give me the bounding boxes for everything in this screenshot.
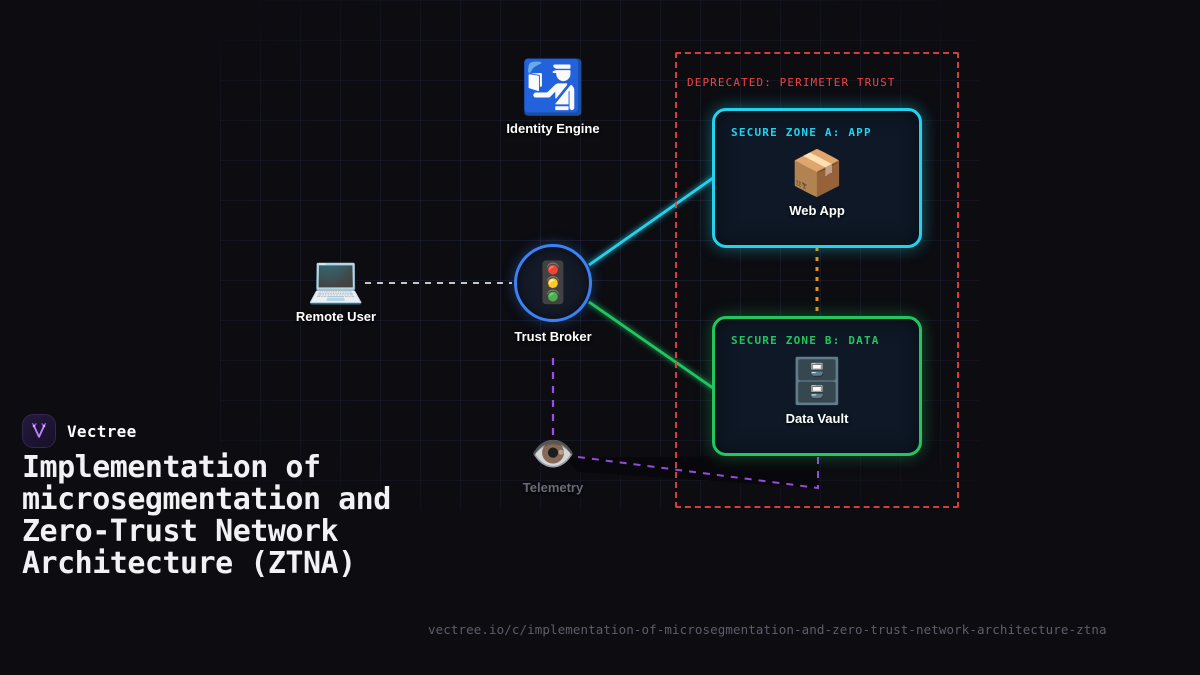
- node-remote-user-label: Remote User: [295, 309, 377, 324]
- edge-trust-broker-to-data-vault: [588, 300, 714, 390]
- laptop-icon: 💻: [307, 252, 365, 306]
- node-trust-broker[interactable]: 🚦 Trust Broker: [493, 244, 613, 344]
- secure-zone-a-node-label: Web App: [789, 203, 845, 218]
- node-identity-engine[interactable]: 🛂 Identity Engine: [493, 62, 613, 136]
- page-title: Implementation of microsegmentation and …: [22, 450, 391, 582]
- package-box-icon: 📦: [789, 148, 845, 199]
- passport-control-icon: 🛂: [520, 58, 586, 118]
- vectree-v-logo-icon: [22, 414, 56, 448]
- secure-zone-b-node-label: Data Vault: [785, 411, 849, 426]
- node-identity-engine-label: Identity Engine: [506, 121, 600, 136]
- edge-trust-broker-to-web-app: [588, 176, 714, 267]
- node-remote-user[interactable]: 💻 Remote User: [276, 256, 396, 324]
- node-telemetry[interactable]: 👁️ Telemetry: [493, 434, 613, 496]
- vectree-logo-glyph: [31, 423, 47, 438]
- traffic-light-icon: 🚦: [528, 260, 578, 306]
- secure-zone-b[interactable]: SECURE ZONE B: DATA 🗄️ Data Vault: [712, 316, 922, 456]
- eye-icon: 👁️: [530, 434, 576, 475]
- brand-name: Vectree: [67, 421, 137, 441]
- deprecated-perimeter-box: [675, 52, 959, 508]
- secure-zone-a[interactable]: SECURE ZONE A: APP 📦 Web App: [712, 108, 922, 248]
- secure-zone-b-title: SECURE ZONE B: DATA: [731, 334, 880, 347]
- brand-block: Vectree: [22, 414, 137, 448]
- node-telemetry-label: Telemetry: [522, 480, 584, 495]
- deprecated-perimeter-label: DEPRECATED: PERIMETER TRUST: [687, 76, 896, 89]
- file-cabinet-icon: 🗄️: [789, 356, 845, 407]
- trust-broker-circle[interactable]: 🚦: [514, 244, 592, 322]
- secure-zone-a-title: SECURE ZONE A: APP: [731, 126, 872, 139]
- footer-url: vectree.io/c/implementation-of-microsegm…: [428, 622, 1107, 637]
- edge-telemetry-to-zone-b: [577, 453, 819, 490]
- node-trust-broker-label: Trust Broker: [514, 329, 592, 344]
